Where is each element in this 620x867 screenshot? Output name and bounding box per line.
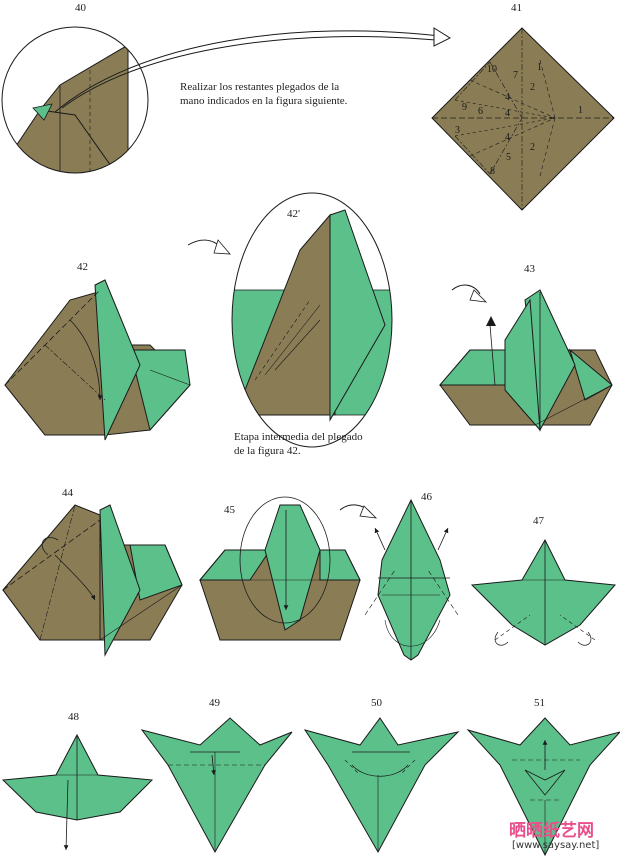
- fold-number: 5: [506, 152, 511, 163]
- step-label-41: 41: [511, 2, 522, 14]
- watermark-brand: 晒晒纸艺网: [509, 821, 594, 841]
- step-45-figure: [198, 496, 378, 641]
- step-42-figure: [4, 279, 191, 441]
- fold-number: 3: [455, 125, 460, 136]
- fold-number: 8: [490, 166, 495, 177]
- step-50-figure: [303, 717, 460, 854]
- fold-number: 4: [505, 132, 510, 143]
- step-label-42-prime: 42': [287, 208, 300, 220]
- step-46-figure: [364, 498, 459, 661]
- fold-number: 2: [530, 82, 535, 93]
- step-51-figure: [466, 717, 620, 857]
- instruction-note-top: Realizar los restantes plegados de la ma…: [180, 80, 347, 108]
- step-43-figure: [438, 284, 613, 432]
- step-label-51: 51: [534, 697, 545, 709]
- step-label-48: 48: [68, 711, 79, 723]
- fold-number: 4: [505, 92, 510, 103]
- instruction-line: de la figura 42.: [234, 445, 301, 457]
- step-label-47: 47: [533, 515, 544, 527]
- fold-number: 10: [487, 64, 497, 75]
- step-40-figure: [1, 26, 452, 174]
- fold-number: 2: [530, 142, 535, 153]
- instruction-note-middle: Etapa intermedia del plegado de la figur…: [234, 430, 363, 458]
- step-label-40: 40: [75, 2, 86, 14]
- step-label-45: 45: [224, 504, 235, 516]
- step-label-50: 50: [371, 697, 382, 709]
- instruction-line: mano indicados en la figura siguiente.: [180, 95, 348, 107]
- fold-number: 7: [513, 70, 518, 81]
- step-44-figure: [2, 504, 183, 657]
- watermark-url: [www.saysay.net]: [512, 840, 600, 851]
- step-label-43: 43: [524, 263, 535, 275]
- step-47-figure: [470, 538, 617, 646]
- step-49-figure: [140, 717, 293, 854]
- step-48-figure: [1, 733, 154, 851]
- fold-number: 6: [478, 106, 483, 117]
- step-label-44: 44: [62, 487, 73, 499]
- instruction-line: Realizar los restantes plegados de la: [180, 81, 340, 93]
- fold-number: 1: [578, 105, 583, 116]
- step-label-46: 46: [421, 491, 432, 503]
- instruction-line: Etapa intermedia del plegado: [234, 431, 363, 443]
- fold-number: 9: [462, 102, 467, 113]
- step-label-42: 42: [77, 261, 88, 273]
- step-label-49: 49: [209, 697, 220, 709]
- fold-number: 1: [537, 62, 542, 73]
- step-41-figure: 1 1 2 2 3 4 4 4 5 6 7 8 9 10: [431, 27, 615, 211]
- fold-number: 4: [505, 108, 510, 119]
- step-42-prime-figure: [187, 192, 393, 448]
